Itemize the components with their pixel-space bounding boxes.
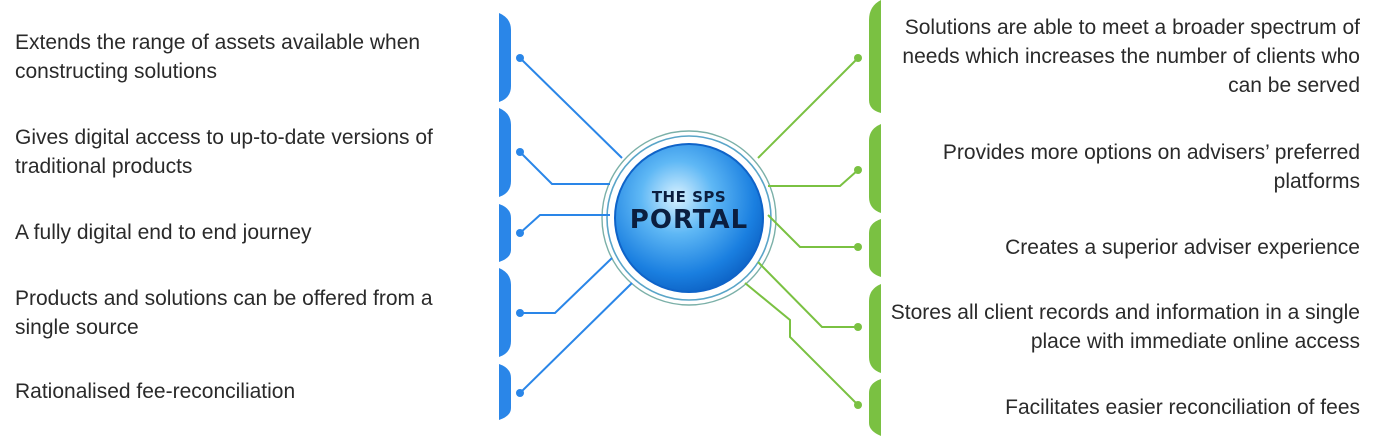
right-item-3: Creates a superior adviser experience — [1005, 236, 1360, 259]
right-bracket-4 — [869, 284, 881, 373]
left-node-3 — [516, 229, 524, 237]
right-node-4 — [854, 323, 862, 331]
right-bracket-2 — [869, 124, 881, 213]
left-node-1 — [516, 54, 524, 62]
right-item-4: Stores all client records and informatio… — [890, 301, 1360, 353]
left-connector-4 — [520, 257, 613, 314]
outer-ring-2 — [601, 130, 777, 306]
right-node-1 — [854, 54, 862, 62]
left-connector-3 — [519, 214, 610, 234]
right-item-1: Solutions are able to meet a broader spe… — [902, 16, 1360, 97]
right-node-3 — [854, 243, 862, 251]
right-connector-1 — [757, 57, 859, 159]
left-item-4: Products and solutions can be offered fr… — [15, 287, 433, 339]
left-bracket-5 — [499, 364, 511, 420]
left-item-5: Rationalised fee-reconciliation — [15, 380, 296, 403]
left-item-3: A fully digital end to end journey — [15, 221, 312, 244]
right-item-2: Provides more options on advisers’ prefe… — [942, 141, 1360, 193]
right-connector-5 — [744, 282, 859, 406]
right-connector-3 — [767, 214, 858, 248]
portal-label-line2: PORTAL — [629, 205, 749, 235]
right-bracket-3 — [869, 219, 881, 277]
right-connector-4 — [757, 261, 858, 328]
left-bracket-1 — [499, 13, 511, 102]
left-bracket-2 — [499, 108, 511, 197]
portal-orb — [614, 143, 764, 293]
left-bracket-3 — [499, 204, 511, 262]
left-node-4 — [516, 309, 524, 317]
right-bracket-1 — [869, 0, 881, 113]
left-node-5 — [516, 389, 524, 397]
right-item-5: Facilitates easier reconciliation of fee… — [1005, 396, 1360, 419]
left-connector-2 — [519, 151, 610, 185]
right-node-2 — [854, 166, 862, 174]
left-item-2: Gives digital access to up-to-date versi… — [15, 126, 433, 178]
left-bracket-4 — [499, 268, 511, 357]
left-connector-5 — [519, 282, 633, 394]
portal-label: THE SPS PORTAL — [612, 188, 766, 234]
left-item-1: Extends the range of assets available wh… — [15, 31, 421, 83]
right-bracket-5 — [869, 379, 881, 436]
portal-label-line1: THE SPS — [651, 188, 727, 206]
right-connector-2 — [768, 169, 859, 187]
left-node-2 — [516, 148, 524, 156]
left-connector-1 — [519, 57, 623, 159]
right-node-5 — [854, 401, 862, 409]
